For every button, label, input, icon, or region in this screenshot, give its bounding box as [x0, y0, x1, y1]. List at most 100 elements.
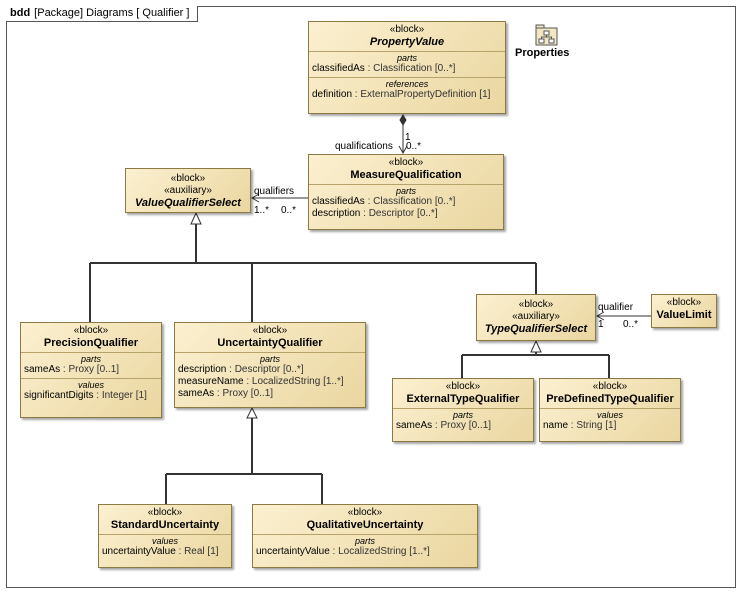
property: sameAs : Proxy [0..1]	[24, 364, 158, 376]
generalization-triangle	[190, 211, 202, 225]
property-type: : LocalizedString [1..*]	[243, 376, 344, 387]
composite-diamond	[399, 114, 407, 126]
qualifiers-role-label: qualifiers	[254, 186, 295, 197]
block-header: «block» PrecisionQualifier	[21, 323, 161, 352]
block-stereotype: «block»	[252, 325, 288, 336]
parts-compartment: parts sameAs : Proxy [0..1]	[393, 408, 533, 434]
block-name: StandardUncertainty	[110, 519, 220, 531]
property: name : String [1]	[543, 420, 677, 432]
block-stereotype: «block»	[388, 157, 424, 168]
property-type: : Descriptor [0..*]	[226, 364, 304, 375]
block-standard-uncertainty[interactable]: «block» StandardUncertainty values uncer…	[98, 504, 232, 568]
property: significantDigits : Integer [1]	[24, 390, 158, 402]
property: sameAs : Proxy [0..1]	[396, 420, 530, 432]
property-name: classifiedAs	[312, 196, 365, 207]
block-stereotype: «block»	[73, 325, 109, 336]
qualifications-role-label: qualifications	[335, 141, 393, 152]
type-generalization-triangle	[530, 339, 542, 353]
property-name: sameAs	[24, 364, 61, 375]
block-name: TypeQualifierSelect	[484, 323, 588, 335]
block-header: «block» UncertaintyQualifier	[175, 323, 365, 352]
block-value-qualifier-select[interactable]: «block» «auxiliary» ValueQualifierSelect	[125, 168, 251, 213]
values-compartment: values uncertaintyValue : Real [1]	[99, 534, 231, 560]
block-name: ValueLimit	[656, 309, 712, 321]
property: description : Descriptor [0..*]	[178, 364, 362, 376]
compartment-title: parts	[80, 354, 101, 364]
block-name: PrecisionQualifier	[43, 337, 139, 349]
block-uncertainty-qualifier[interactable]: «block» UncertaintyQualifier parts descr…	[174, 322, 366, 408]
compartment-title: parts	[259, 354, 280, 364]
qualifier-source-multiplicity: 1	[598, 319, 604, 330]
parts-compartment: parts classifiedAs : Classification [0..…	[309, 184, 503, 222]
compartment-title: parts	[395, 186, 416, 196]
property-type: : String [1]	[568, 420, 617, 431]
diagram-frame-header: bdd[Package] Diagrams [ Qualifier ]	[6, 6, 199, 22]
block-type-qualifier-select[interactable]: «block» «auxiliary» TypeQualifierSelect	[476, 294, 596, 341]
property-type: : Classification [0..*]	[364, 63, 456, 74]
property-type: : Real [1]	[175, 546, 219, 557]
qualifier-role-label: qualifier	[598, 302, 634, 313]
block-stereotype: «block»	[170, 173, 206, 184]
property-type: : ExternalPropertyDefinition [1]	[352, 89, 491, 100]
property-name: uncertaintyValue	[256, 546, 330, 557]
diagram-frame	[6, 6, 736, 588]
diagram-frame-label: [Package] Diagrams [ Qualifier ]	[34, 7, 190, 19]
block-header: «block» MeasureQualification	[309, 155, 503, 184]
block-header: «block» QualitativeUncertainty	[253, 505, 477, 534]
parts-compartment: parts uncertaintyValue : LocalizedString…	[253, 534, 477, 560]
block-stereotype: «block»	[666, 297, 702, 308]
property: measureName : LocalizedString [1..*]	[178, 376, 362, 388]
compartment-title: parts	[452, 410, 473, 420]
block-property-value[interactable]: «block» PropertyValue parts classifiedAs…	[308, 21, 506, 114]
block-header: «block» StandardUncertainty	[99, 505, 231, 534]
diagram-kind: bdd	[10, 7, 31, 19]
property: classifiedAs : Classification [0..*]	[312, 196, 500, 208]
block-stereotype-auxiliary: «auxiliary»	[512, 311, 560, 322]
block-stereotype-auxiliary: «auxiliary»	[164, 185, 212, 196]
property-type: : Integer [1]	[93, 390, 147, 401]
package-name[interactable]: Properties	[515, 47, 570, 59]
qualifier-target-multiplicity: 0..*	[623, 319, 639, 330]
block-header: «block» PreDefinedTypeQualifier	[540, 379, 680, 408]
block-stereotype: «block»	[518, 299, 554, 310]
block-name: ValueQualifierSelect	[135, 197, 241, 209]
property: classifiedAs : Classification [0..*]	[312, 63, 502, 75]
block-external-type-qualifier[interactable]: «block» ExternalTypeQualifier parts same…	[392, 378, 534, 442]
qualifier-arrowhead	[595, 311, 605, 321]
block-measure-qualification[interactable]: «block» MeasureQualification parts class…	[308, 154, 504, 230]
parts-compartment: parts description : Descriptor [0..*] me…	[175, 352, 365, 402]
block-name: ExternalTypeQualifier	[406, 393, 520, 405]
block-name: PropertyValue	[369, 36, 445, 48]
property-type: : Proxy [0..1]	[214, 388, 274, 399]
package-diagram-icon	[535, 24, 558, 46]
property-type: : LocalizedString [1..*]	[329, 546, 430, 557]
composition-arrowhead	[398, 145, 408, 155]
property-type: : Proxy [0..1]	[60, 364, 120, 375]
property: definition : ExternalPropertyDefinition …	[312, 89, 502, 101]
qualifiers-target-multiplicity: 0..*	[281, 205, 297, 216]
property-type: : Descriptor [0..*]	[360, 208, 438, 219]
block-precision-qualifier[interactable]: «block» PrecisionQualifier parts sameAs …	[20, 322, 162, 418]
uncertainty-generalization-triangle	[246, 406, 258, 419]
property-name: definition	[312, 89, 353, 100]
parts-compartment: parts sameAs : Proxy [0..1]	[21, 352, 161, 378]
compartment-title: references	[385, 79, 429, 89]
property: description : Descriptor [0..*]	[312, 208, 500, 220]
block-name: MeasureQualification	[350, 169, 462, 181]
references-compartment: references definition : ExternalProperty…	[309, 77, 505, 103]
block-stereotype: «block»	[389, 24, 425, 35]
block-value-limit[interactable]: «block» ValueLimit	[651, 294, 717, 328]
qualifiers-source-multiplicity: 1..*	[254, 205, 270, 216]
block-predefined-type-qualifier[interactable]: «block» PreDefinedTypeQualifier values n…	[539, 378, 681, 442]
block-header: «block» ValueLimit	[652, 295, 716, 324]
property: uncertaintyValue : Real [1]	[102, 546, 228, 558]
property-type: : Proxy [0..1]	[432, 420, 492, 431]
compartment-title: parts	[354, 536, 375, 546]
block-header: «block» ExternalTypeQualifier	[393, 379, 533, 408]
block-qualitative-uncertainty[interactable]: «block» QualitativeUncertainty parts unc…	[252, 504, 478, 568]
block-stereotype: «block»	[445, 381, 481, 392]
composition-target-multiplicity: 0..*	[406, 141, 422, 152]
block-name: QualitativeUncertainty	[306, 519, 424, 531]
block-header: «block» «auxiliary» TypeQualifierSelect	[477, 295, 595, 338]
property-name: description	[312, 208, 361, 219]
